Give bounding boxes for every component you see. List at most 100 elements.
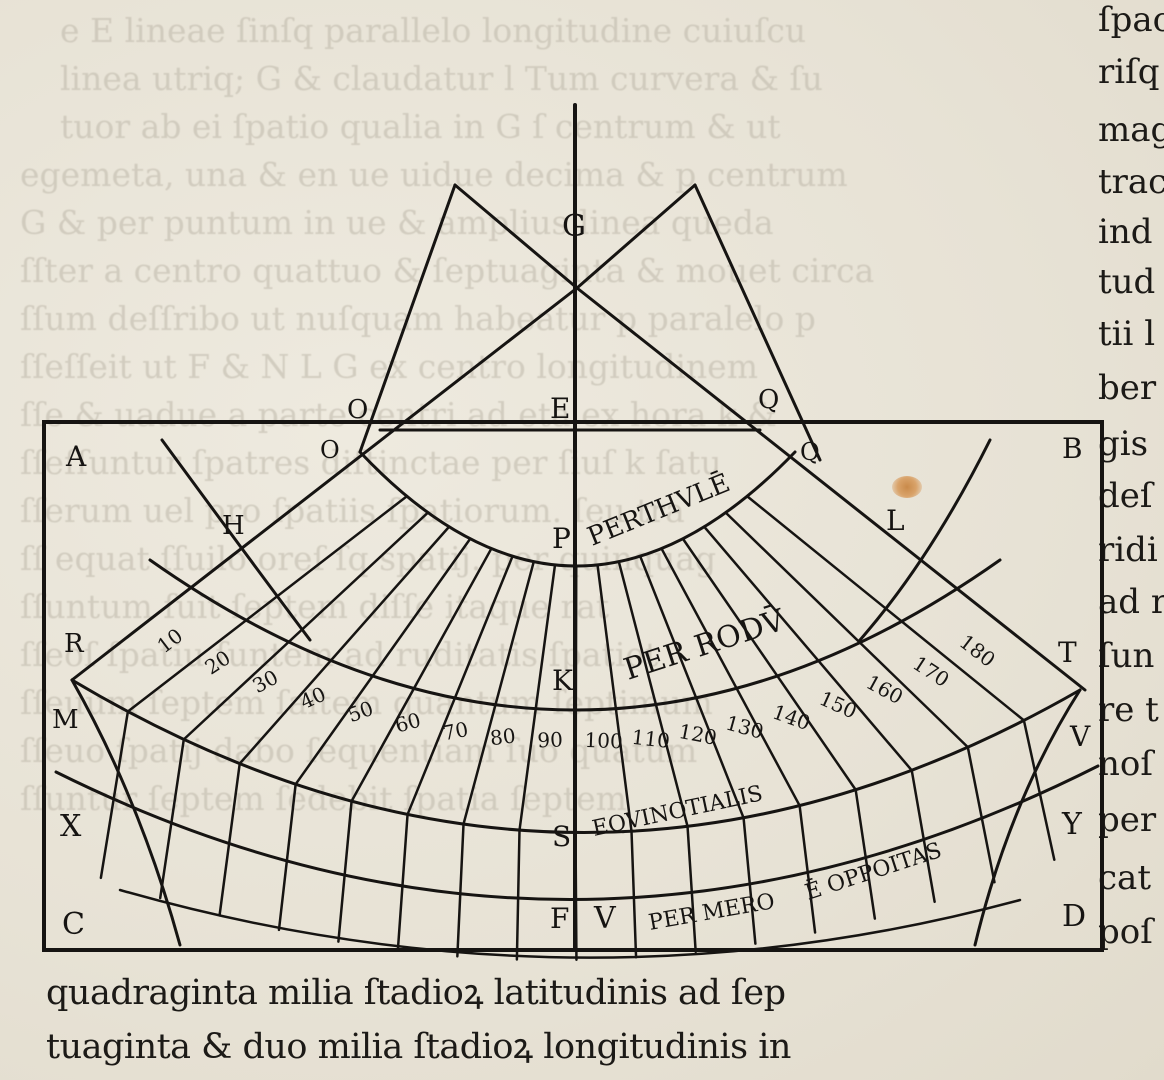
hour-meridian [238, 525, 451, 765]
hour-meridian [126, 494, 409, 713]
hour-meridian [660, 547, 801, 807]
lower-meridian [574, 831, 578, 962]
lower-meridian [798, 804, 817, 934]
bleed-line: ſſ equat ſſuilo oreſ ſq spatij. per quin… [20, 539, 717, 578]
point-label-f: F [550, 902, 569, 935]
right-column-line: re t [1098, 690, 1159, 730]
hour-meridian [406, 554, 514, 816]
stain-mark [892, 476, 922, 498]
lower-meridian [515, 828, 521, 961]
lower-meridian [854, 788, 877, 920]
hour-number: 180 [955, 630, 1000, 672]
arc-label-oppositas: Ē OPPOITAS [802, 837, 945, 906]
right-column-line: per [1098, 800, 1157, 840]
point-label-y: Y [1061, 807, 1083, 842]
arc-label-perthule: PERTHVLĒ [583, 467, 734, 552]
lower-meridian [910, 769, 936, 904]
point-label-p: P [552, 522, 571, 555]
hour-number: 40 [296, 682, 329, 714]
bleed-line: linea utriq; G & claudatur l Tum curvera… [60, 59, 823, 98]
point-label-k: K [552, 664, 574, 697]
right-column-line: ridi [1098, 530, 1158, 570]
caption-line-1: quadraginta milia ſtadioꝝ latitudinis ad… [46, 973, 786, 1013]
point-label-o_inner: O [320, 436, 340, 464]
right-column-line: trac [1098, 162, 1164, 202]
right-cone-line [575, 286, 1087, 692]
left-cone-line [70, 286, 579, 682]
right-column-line: poſ [1098, 912, 1153, 952]
point-label-v_right: V [1069, 720, 1091, 753]
bleed-line: ſſeuo ſpatij dabo ſequentiam ſuo quatum [20, 731, 698, 770]
hour-meridian [703, 525, 913, 772]
right-column-line: ad r [1098, 582, 1164, 622]
right-column-line: ſun [1098, 636, 1155, 676]
bleed-line: ſſum deſſribo ut nuſquam habeatur p para… [20, 299, 816, 338]
point-label-x: X [60, 809, 82, 844]
point-label-b: B [1062, 432, 1083, 465]
lower-meridian [99, 710, 130, 880]
point-label-q_outer: Q [758, 385, 779, 415]
hour-number: 10 [152, 623, 187, 658]
hour-number: 130 [723, 711, 766, 744]
hour-number: 160 [862, 670, 907, 709]
hour-number: 50 [344, 696, 376, 727]
hour-meridian [745, 494, 1026, 722]
hour-number: 120 [677, 719, 719, 750]
lower-meridian [742, 816, 757, 945]
lower-meridian [277, 782, 297, 932]
bleed-line: ſſeoſ ſpatiu ſuntem ad ruditatis ſpatiet [20, 635, 659, 674]
bleed-line: G & per puntum in ue & amplius linea que… [20, 203, 774, 242]
arc-permeroe [118, 888, 1022, 959]
right-column-line: tii l [1098, 314, 1156, 354]
point-label-m: M [52, 705, 79, 735]
lower-meridian [630, 829, 638, 959]
hour-meridian [574, 564, 578, 834]
right-column-line: riſq [1098, 52, 1160, 92]
lower-meridian [966, 745, 996, 884]
hour-number: 80 [489, 723, 517, 750]
bleed-line: ſſter a centro quattuo & ſeptuaginta & m… [20, 251, 875, 290]
arc-perthule [358, 450, 797, 568]
hour-meridian [350, 547, 493, 803]
hour-number: 70 [441, 717, 471, 745]
right-column-line: cat [1098, 858, 1151, 898]
lower-meridian [337, 799, 353, 943]
hour-meridian [294, 537, 472, 786]
hour-meridian [638, 554, 745, 820]
lower-meridian [218, 762, 241, 917]
hour-meridian [182, 511, 430, 741]
hour-number: 140 [769, 700, 813, 736]
point-label-l: L [886, 504, 905, 537]
right-column-line: mag [1098, 110, 1164, 150]
point-label-v_bottom: V [593, 901, 617, 936]
hour-number: 150 [816, 686, 861, 724]
hour-meridian [724, 511, 970, 749]
lower-meridian [396, 813, 409, 952]
right-column-line: ſpac [1098, 0, 1164, 40]
lower-meridian [456, 822, 465, 958]
hour-meridian [596, 563, 633, 833]
lower-meridian [1022, 719, 1056, 861]
hour-meridian [617, 560, 689, 828]
right-column-line: ind [1098, 212, 1153, 252]
point-label-t: T [1058, 636, 1077, 669]
right-column-line: ber [1098, 368, 1157, 408]
hour-number: 100 [584, 728, 623, 753]
point-label-e: E [550, 392, 570, 425]
arc-label-perrodu: PER RODV̄ [619, 601, 790, 688]
caption-line-2: tuaginta & duo milia ſtadioꝝ longitudini… [46, 1027, 791, 1067]
hour-number: 110 [630, 725, 671, 753]
point-label-c: C [62, 907, 85, 942]
lower-meridian [158, 738, 186, 900]
hour-meridian [518, 563, 557, 832]
bleed-line: egemeta, una & en ue uidue decima & p ce… [20, 155, 848, 194]
point-label-a: A [65, 440, 87, 473]
right-column-line: deſ [1098, 476, 1153, 516]
point-label-h: H [222, 511, 245, 541]
hour-number: 60 [392, 708, 423, 738]
point-label-d: D [1062, 899, 1086, 934]
bleed-line: tuor ab ei ſpatio qualia in G ſ centrum … [60, 107, 781, 146]
